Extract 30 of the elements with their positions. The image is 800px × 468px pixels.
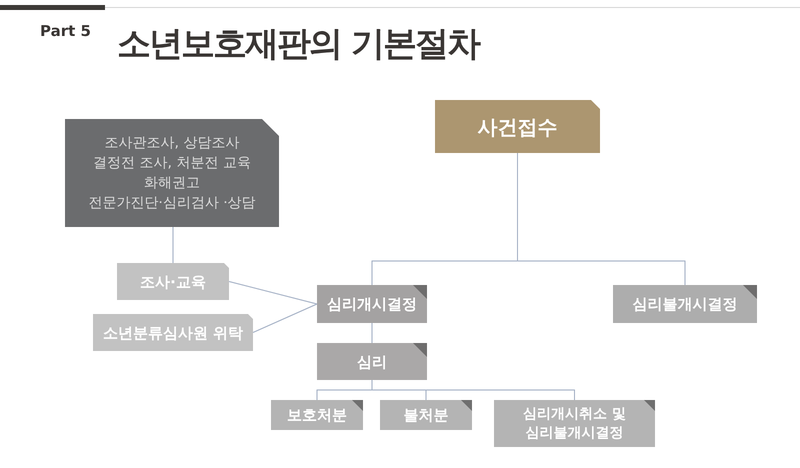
connector-line xyxy=(372,380,575,400)
step-box xyxy=(317,285,427,323)
step-label: 조사·교육 xyxy=(140,272,206,292)
step-box xyxy=(117,263,229,300)
step-label: 불처분 xyxy=(404,405,448,425)
step-box xyxy=(93,314,253,351)
note-text: 전문가진단·심리검사 ·상담 xyxy=(88,194,256,213)
note-text: 조사관조사, 상담조사 xyxy=(104,134,240,153)
note-text: 화해권고 xyxy=(144,174,200,193)
step-label: 사건접수 xyxy=(478,114,558,140)
step-box xyxy=(613,285,757,323)
step-box xyxy=(380,400,472,430)
step-label: 소년분류심사원 위탁 xyxy=(102,322,244,342)
page-title: 소년보호재판의 기본절차 xyxy=(117,23,479,66)
step-box xyxy=(317,343,427,380)
note-text: 결정전 조사, 처분전 교육 xyxy=(93,154,251,173)
step-label: 심리불개시결정 xyxy=(632,294,738,314)
connector-line xyxy=(172,226,174,264)
step-label: 심리개시결정 xyxy=(327,294,417,314)
step-box xyxy=(494,400,655,447)
step-box xyxy=(435,100,600,153)
step-label: 심리 xyxy=(357,352,387,372)
step-label: 보호처분 xyxy=(287,405,347,425)
connector-line xyxy=(517,152,686,286)
note-box xyxy=(65,119,279,227)
step-label: 심리개시취소 및 심리불개시결정 xyxy=(522,404,627,442)
part-label: Part 5 xyxy=(40,21,91,41)
connector-line xyxy=(252,304,318,333)
connector-line xyxy=(228,281,318,304)
step-box xyxy=(271,400,363,430)
